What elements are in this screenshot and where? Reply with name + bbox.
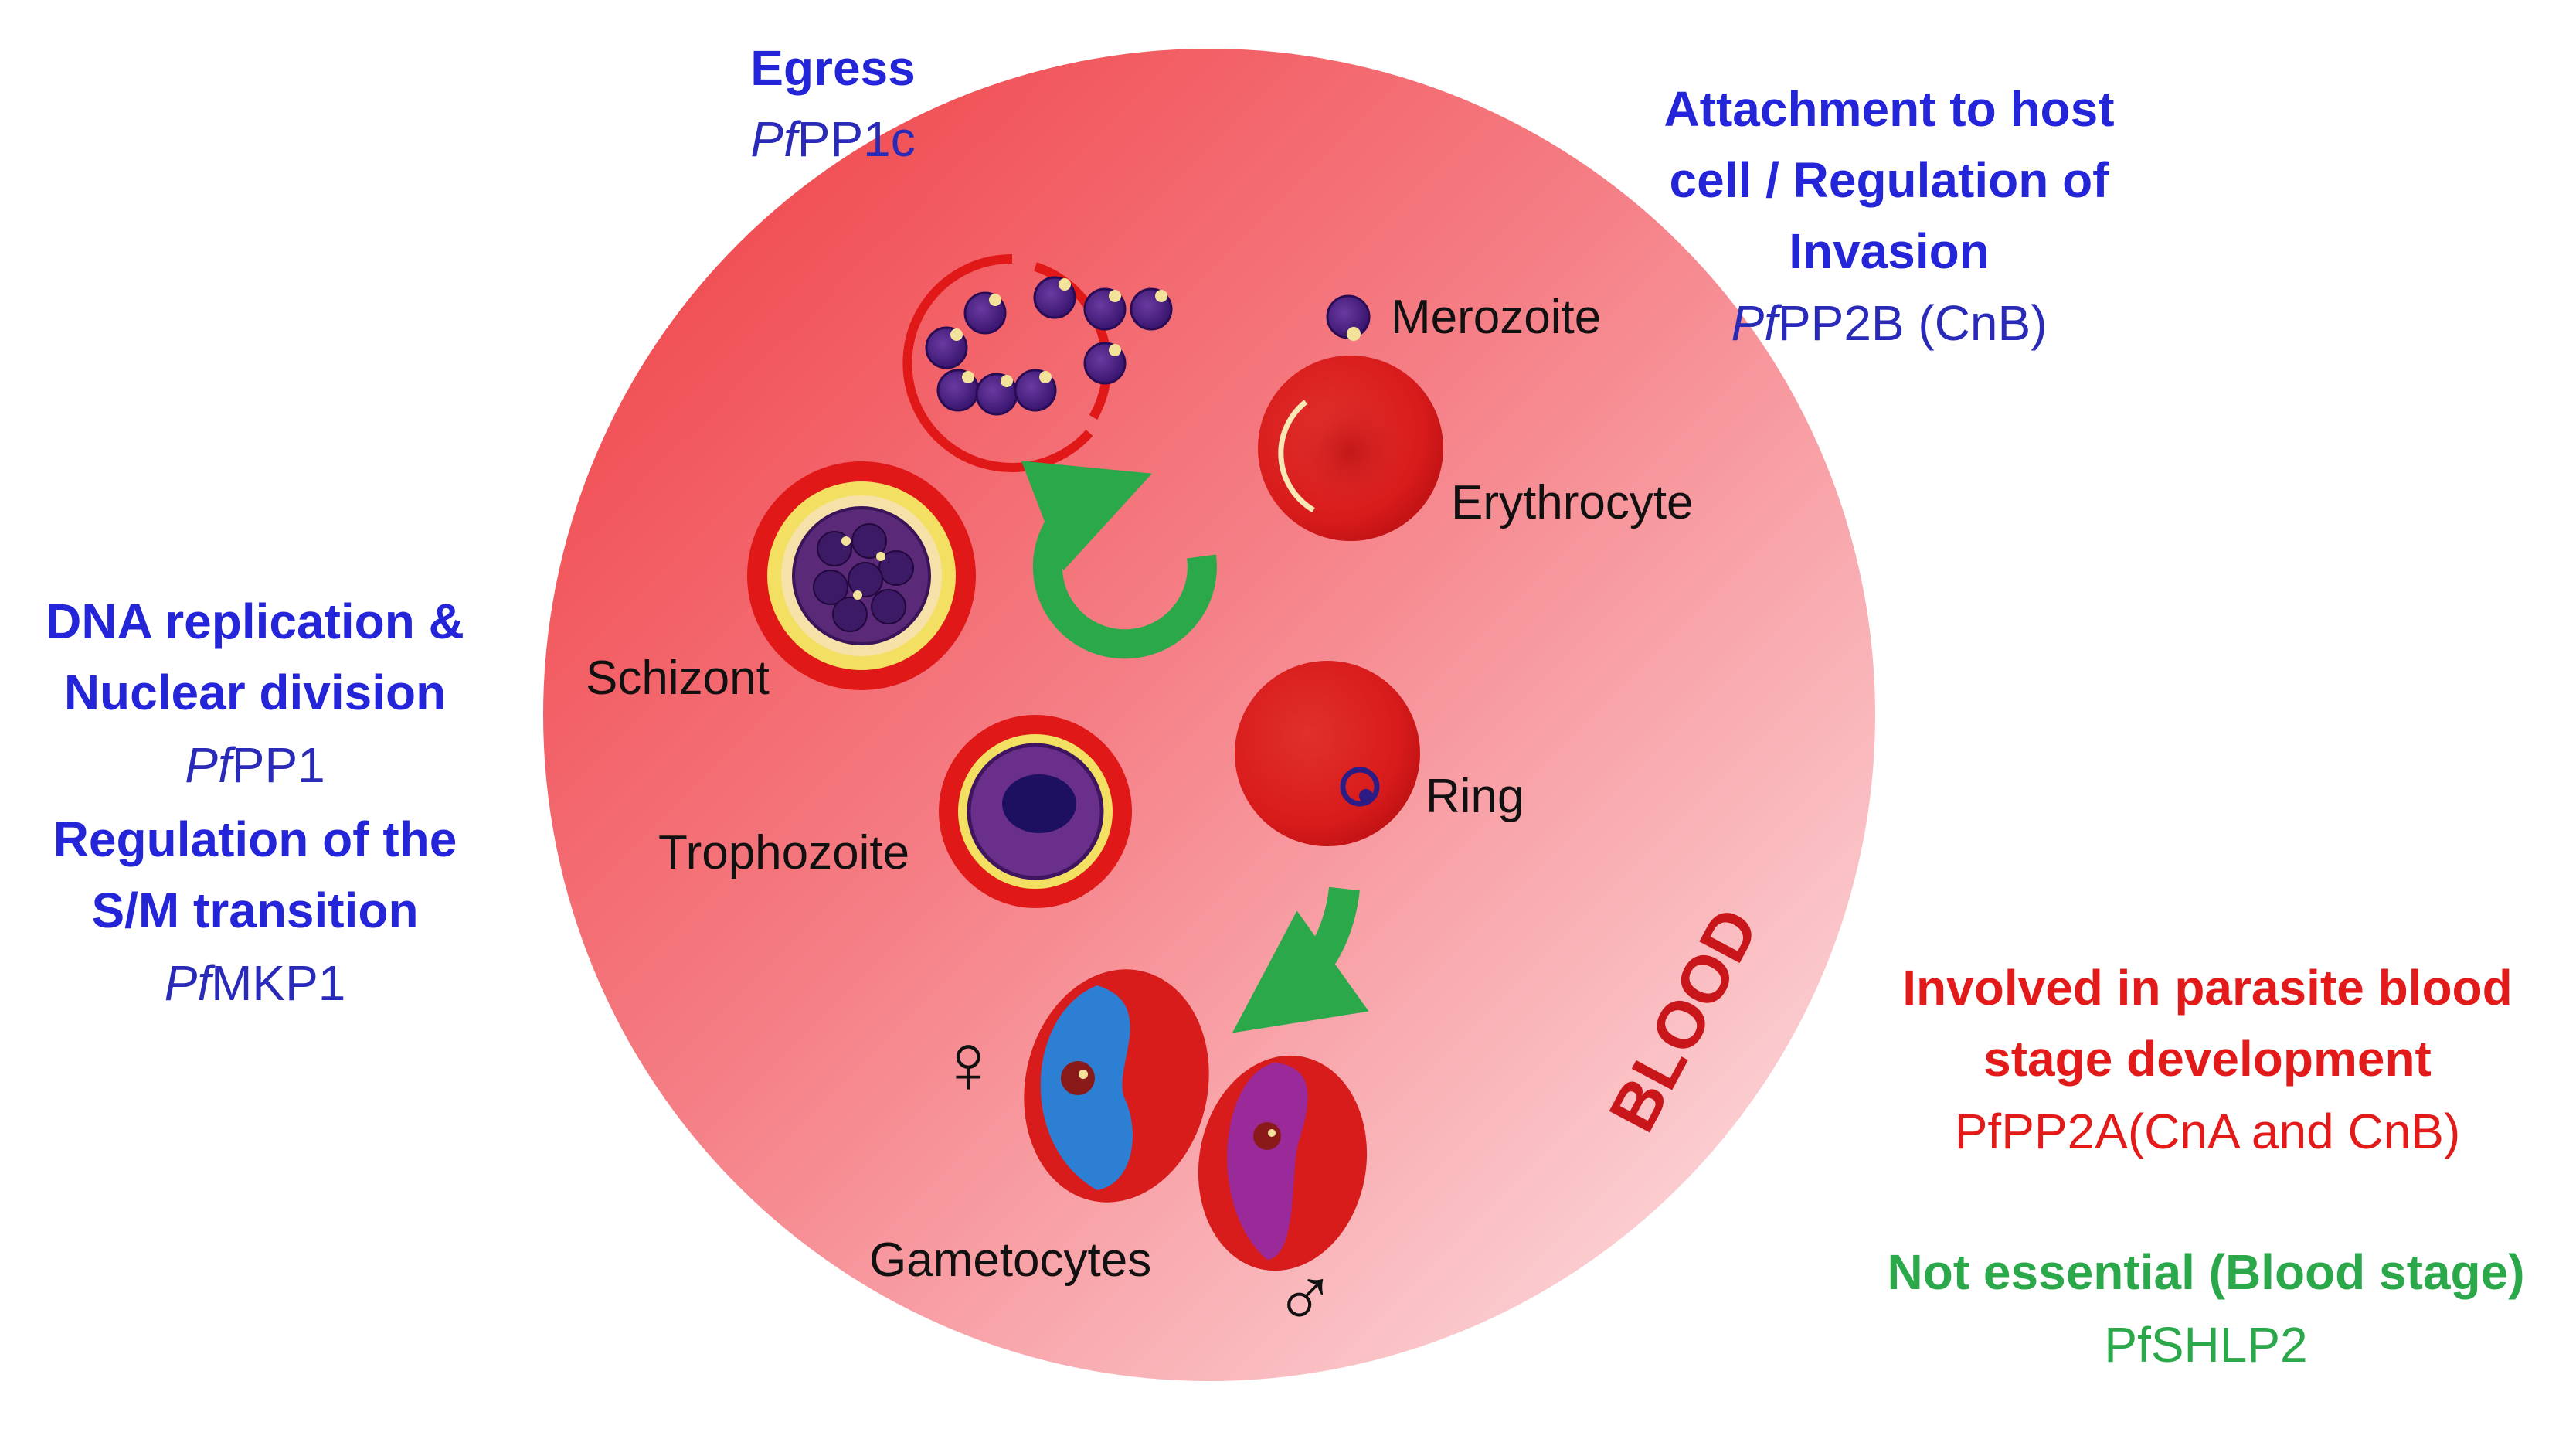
dna-gene: PfPP1 [185,730,325,801]
gametocyte-arrow [1232,886,1369,1033]
gametocytes-label: Gametocytes [869,1233,1152,1287]
not-essential-heading: Not essential (Blood stage) [1887,1244,2525,1300]
male-gametocyte-cell [1198,1055,1368,1271]
schizont-label: Schizont [586,652,770,705]
schizont-cell [747,461,976,690]
male-symbol: ♂ [1273,1250,1337,1346]
attachment-gene-name: PP2B (CnB) [1777,295,2048,351]
trophozoite-label: Trophozoite [658,826,910,880]
trophozoite-cell [939,715,1132,908]
egress-gene: PfPP1c [750,104,915,175]
attachment-gene-prefix: Pf [1731,295,1778,351]
sm-heading-line-1: Regulation of the [53,811,457,867]
involved-heading-line-2: stage development [1983,1031,2432,1087]
cycle-arrow [1021,461,1217,659]
female-gametocyte-cell [1024,969,1209,1203]
attachment-heading-line-3: Invasion [1789,223,1990,279]
involved-gene: PfPP2A(CnA and CnB) [1954,1104,2461,1159]
attachment-heading-line-2: cell / Regulation of [1669,152,2109,208]
merozoite-cell [1326,294,1371,341]
female-symbol: ♀ [936,1016,1001,1111]
dna-gene-prefix: Pf [185,737,232,793]
attachment-heading-line-1: Attachment to host [1664,81,2115,137]
dna-heading-line-1: DNA replication & [46,594,464,649]
egress-gene-name: PP1c [797,111,916,167]
egress-merozoites [902,253,1173,472]
sm-gene-prefix: Pf [164,955,212,1011]
merozoite-label: Merozoite [1391,291,1602,344]
attachment-gene: PfPP2B (CnB) [1731,287,2047,359]
ring-label: Ring [1426,770,1524,823]
sm-gene-name: MKP1 [211,955,346,1011]
egress-heading: Egress [750,40,916,96]
involved-heading-line-1: Involved in parasite blood [1902,960,2513,1016]
dna-gene-name: PP1 [231,737,325,793]
sm-heading-line-2: S/M transition [91,883,419,938]
not-essential-gene: PfSHLP2 [2104,1317,2308,1373]
dna-heading-line-2: Nuclear division [63,665,447,720]
blood-circle [543,49,1875,1381]
erythrocyte-cell [1258,356,1443,541]
ring-cell [1235,661,1420,846]
erythrocyte-label: Erythrocyte [1451,476,1694,529]
egress-gene-prefix: Pf [750,111,797,167]
sm-gene: PfMKP1 [165,948,346,1019]
